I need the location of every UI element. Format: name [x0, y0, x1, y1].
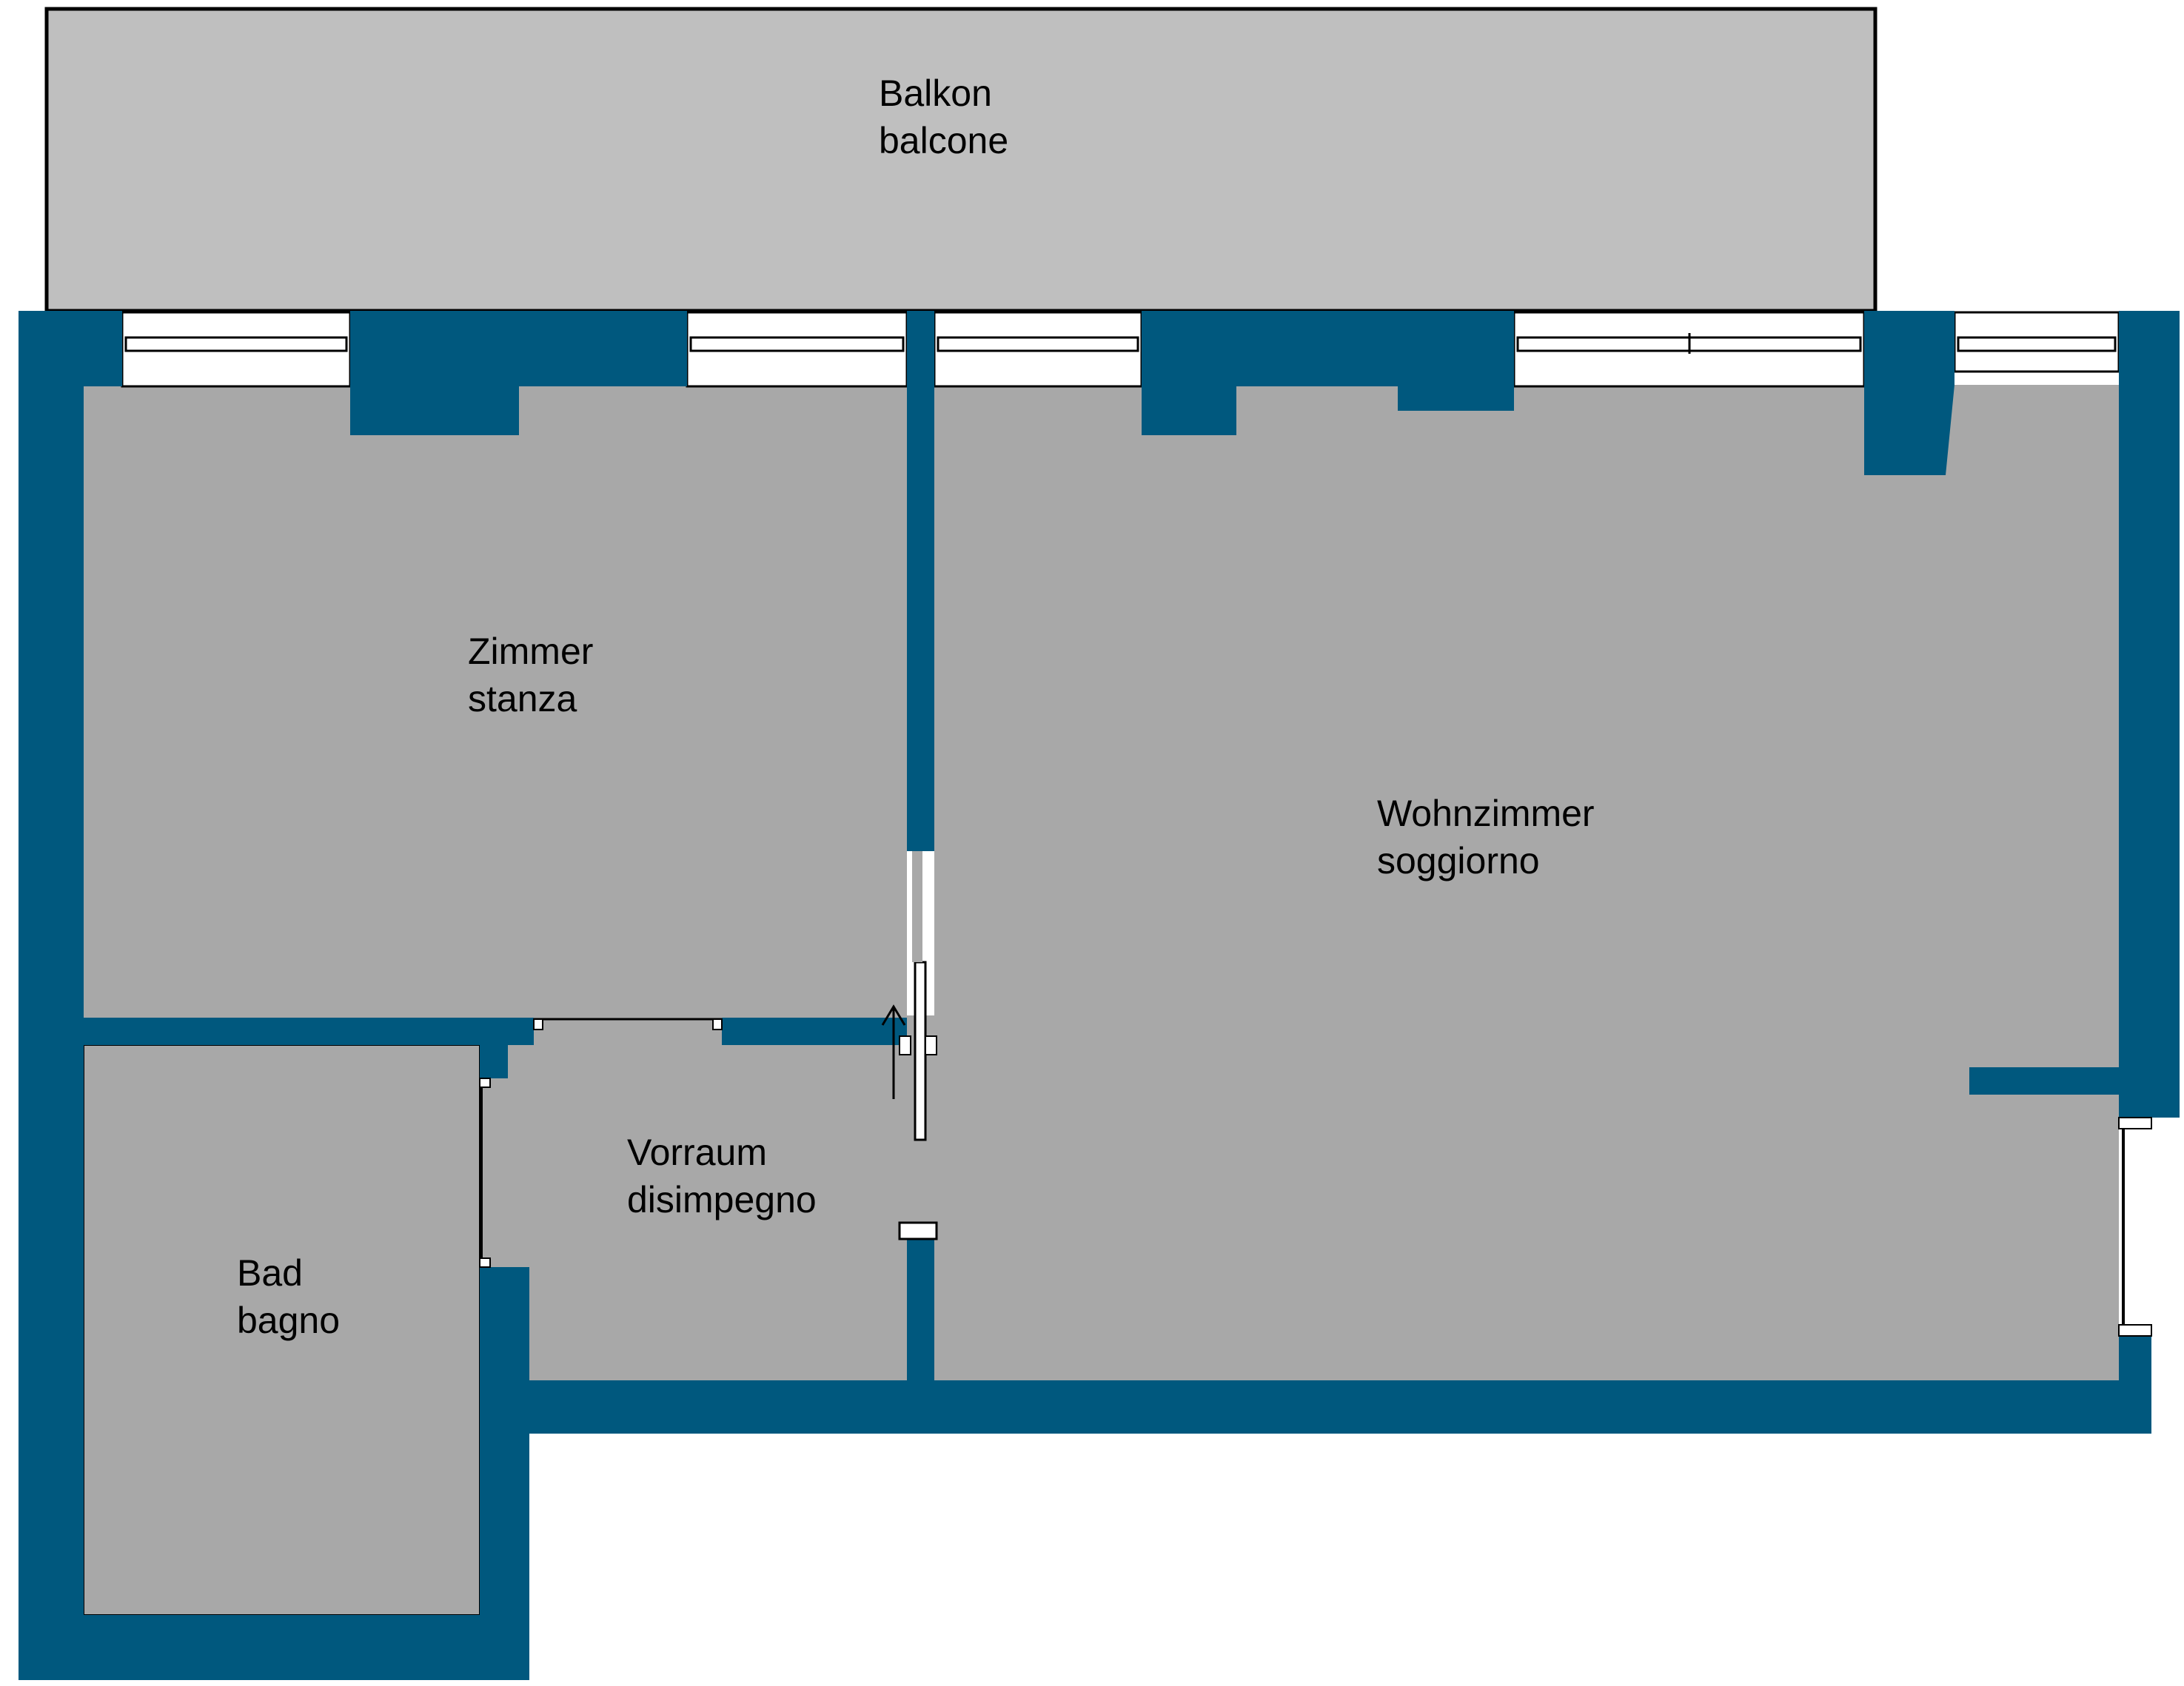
- living-label-line-1: Wohnzimmer: [1377, 793, 1595, 834]
- walls: [19, 311, 2180, 1680]
- wall-bedroom-bottom: [84, 1018, 534, 1045]
- slide-direction-arrowhead: [881, 1004, 906, 1026]
- hallway-label: Vorraum disimpegno: [627, 1132, 817, 1220]
- sliding-door-panel: [914, 961, 927, 1141]
- bathroom-label-line-1: Bad: [237, 1252, 303, 1294]
- balcony-label-line-1: Balkon: [879, 73, 992, 114]
- partition-bedroom-living: [907, 311, 934, 851]
- bedroom-label-line-1: Zimmer: [468, 631, 593, 672]
- living-label-line-2: soggiorno: [1377, 840, 1540, 881]
- hallway-floor: [483, 1015, 936, 1380]
- wall-right: [2119, 311, 2180, 1118]
- window-strip: [121, 311, 2120, 388]
- wall-bottom: [480, 1380, 2151, 1434]
- living-floor: [934, 385, 2119, 1380]
- openings: [479, 851, 2152, 1337]
- bedroom-floor: [81, 385, 907, 1018]
- hallway-label-line-1: Vorraum: [627, 1132, 767, 1173]
- bedroom-label-line-2: stanza: [468, 678, 577, 719]
- room-labels: Balkon balcone Zimmer stanza Wohnzimmer …: [237, 73, 1605, 1341]
- wall-left: [19, 311, 84, 1680]
- bedroom-label: Zimmer stanza: [468, 631, 603, 719]
- wall-hallway-living-lower: [907, 1229, 934, 1380]
- bathroom-label-line-2: bagno: [237, 1300, 340, 1341]
- balcony-area: [44, 7, 1877, 313]
- bathroom-floor: [83, 1044, 480, 1616]
- bathroom-label: Bad bagno: [237, 1252, 340, 1341]
- wall-stub-living: [1969, 1067, 2119, 1095]
- balcony-label-line-2: balcone: [879, 120, 1008, 161]
- wall-bathroom-bottom: [19, 1615, 529, 1680]
- wall-bathroom-right: [480, 1267, 529, 1680]
- pier-3: [1864, 311, 1954, 475]
- balcony-label: Balkon balcone: [879, 73, 1008, 161]
- hallway-label-line-2: disimpegno: [627, 1179, 817, 1220]
- living-label: Wohnzimmer soggiorno: [1377, 793, 1605, 881]
